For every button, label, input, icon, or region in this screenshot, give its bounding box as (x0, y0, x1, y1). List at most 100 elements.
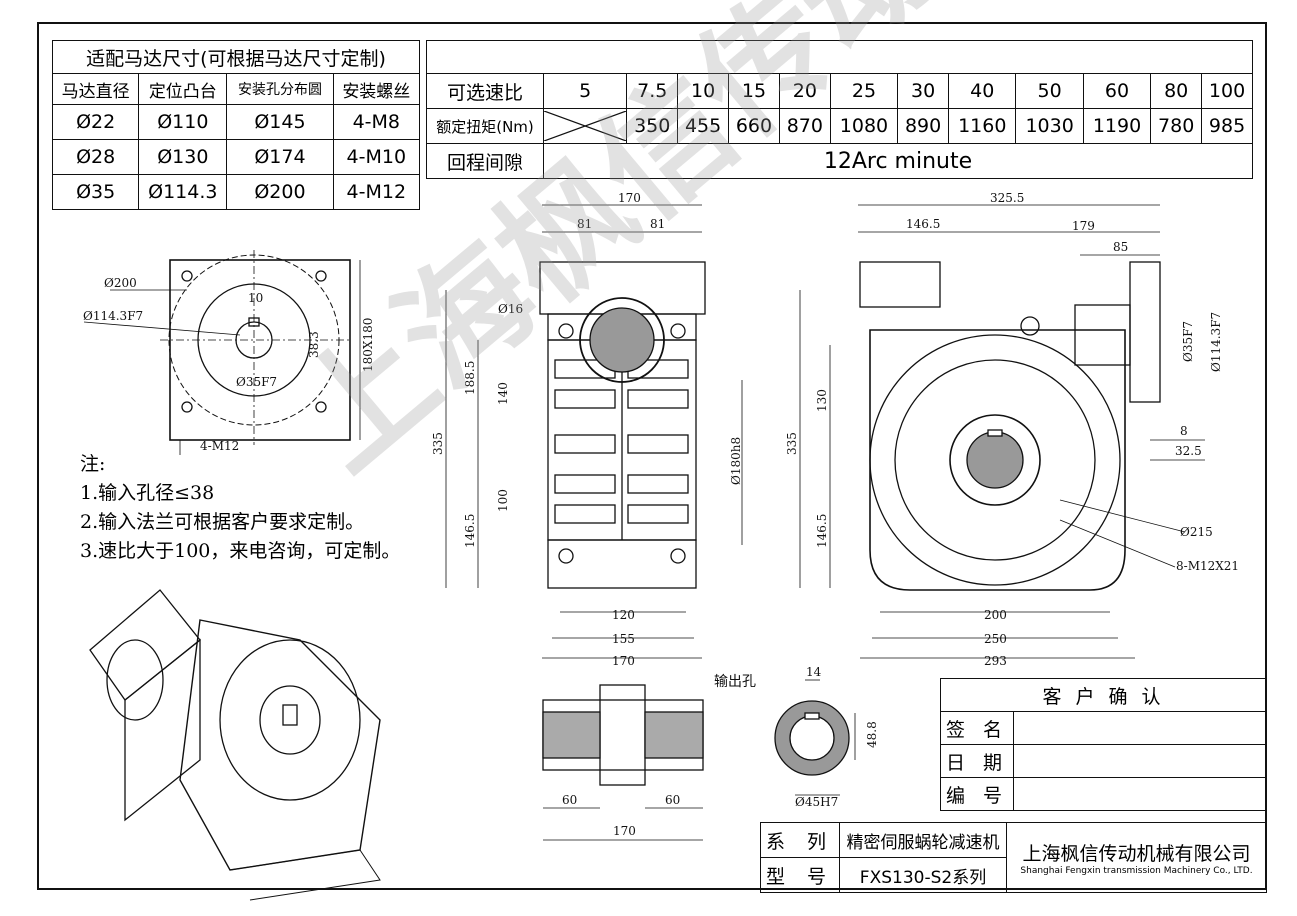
model-value: FXS130-S2系列 (839, 857, 1007, 893)
title-block: 系 列 精密伺服蜗轮减速机 上海枫信传动机械有限公司 Shanghai Feng… (760, 822, 1267, 893)
motor-table-cell: Ø145 (226, 104, 334, 140)
dim-label: 146.5 (463, 514, 477, 548)
confirm-title: 客 户 确 认 (940, 678, 1267, 712)
dim-label: 81 (650, 217, 665, 231)
dim-label: 60 (665, 793, 680, 807)
dim-label: Ø114.3F7 (83, 309, 143, 323)
ratio-cell: 7.5 (626, 73, 679, 109)
dim-label: 146.5 (815, 514, 829, 548)
isometric-view (89, 589, 381, 901)
ratio-cell: 40 (948, 73, 1017, 109)
dim-label: 250 (984, 632, 1007, 646)
confirm-row-value[interactable] (1013, 777, 1267, 811)
note-item: 2.输入法兰可根据客户要求定制。 (80, 511, 365, 533)
dim-label: 8 (1180, 424, 1188, 438)
dim-label: Ø114.3F7 (1209, 312, 1223, 372)
motor-table-cell: Ø28 (51, 139, 140, 175)
dim-label: 85 (1113, 240, 1128, 254)
motor-table-cell: Ø35 (51, 174, 140, 210)
dim-label: 293 (984, 654, 1007, 668)
dim-label: 155 (612, 632, 635, 646)
torque-cell: 1080 (829, 108, 899, 144)
confirm-row-label: 签 名 (940, 711, 1014, 745)
note-item: 1.输入孔径≤38 (80, 482, 215, 504)
motor-size-table: 适配马达尺寸(可根据马达尺寸定制) 马达直径 定位凸台 安装孔分布圆 安装螺丝 … (51, 40, 421, 210)
side-view (799, 204, 1205, 659)
notes-title: 注: (80, 453, 106, 475)
dim-label: 200 (984, 608, 1007, 622)
dim-label: Ø200 (104, 276, 137, 290)
dim-label: 188.5 (463, 361, 477, 395)
customer-confirm-table: 客 户 确 认 签 名 日 期 编 号 (940, 678, 1267, 811)
company-cell: 上海枫信传动机械有限公司 Shanghai Fengxin transmissi… (1006, 822, 1267, 893)
confirm-row-value[interactable] (1013, 744, 1267, 778)
motor-table-cell: 4-M12 (332, 174, 421, 210)
dim-label: 180X180 (361, 318, 375, 372)
dim-label: 60 (562, 793, 577, 807)
confirm-row-value[interactable] (1013, 711, 1267, 745)
dim-label: 179 (1072, 219, 1095, 233)
confirm-row-label: 日 期 (940, 744, 1014, 778)
ratio-cell: 10 (677, 73, 730, 109)
dim-label: Ø215 (1180, 525, 1213, 539)
dim-label: 32.5 (1175, 444, 1202, 458)
dim-label: 4-M12 (200, 439, 239, 453)
torque-cell: 660 (728, 108, 780, 144)
dim-label: 48.8 (865, 721, 879, 748)
dim-label: 14 (806, 665, 822, 679)
dim-label: Ø35F7 (236, 375, 277, 389)
flange-view (83, 250, 361, 455)
motor-table-cell: Ø114.3 (138, 174, 228, 210)
dim-label: 100 (496, 489, 510, 512)
front-view (445, 204, 743, 659)
company-name-en: Shanghai Fengxin transmission Machinery … (1020, 866, 1253, 876)
backlash-label: 回程间隙 (426, 143, 544, 179)
dim-label: Ø35F7 (1181, 321, 1195, 362)
dim-label: Ø180h8 (729, 437, 743, 485)
backlash-value: 12Arc minute (543, 143, 1253, 179)
dim-label: 120 (612, 608, 635, 622)
torque-cell: 1160 (948, 108, 1017, 144)
company-name-cn: 上海枫信传动机械有限公司 (1022, 843, 1251, 865)
dim-label: 130 (815, 389, 829, 412)
ratio-cell: 25 (829, 73, 899, 109)
note-item: 3.速比大于100，来电咨询，可定制。 (80, 540, 401, 562)
ratio-cell: 50 (1015, 73, 1084, 109)
output-hole-label: 输出孔 (714, 674, 756, 690)
model-label: 型 号 (760, 857, 840, 893)
dim-label: Ø45H7 (795, 795, 838, 809)
dim-label: 170 (612, 654, 635, 668)
notes-block: 注: 1.输入孔径≤38 2.输入法兰可根据客户要求定制。 3.速比大于100，… (80, 450, 400, 566)
motor-table-cell: 4-M8 (332, 104, 421, 140)
motor-table-cell: Ø130 (138, 139, 228, 175)
dim-label: 10 (248, 291, 263, 305)
output-hole-view (542, 679, 856, 841)
series-label: 系 列 (760, 822, 840, 858)
dim-label: 8-M12X21 (1176, 559, 1239, 573)
dim-label: 335 (431, 432, 445, 455)
ratio-cell: 30 (897, 73, 950, 109)
torque-cell: 780 (1150, 108, 1203, 144)
dim-label: Ø16 (498, 302, 523, 316)
dim-label: 335 (785, 432, 799, 455)
motor-table-cell: Ø200 (226, 174, 334, 210)
dim-label: 38.3 (307, 331, 321, 358)
motor-table-cell: 4-M10 (332, 139, 421, 175)
dim-label: 325.5 (990, 191, 1024, 205)
torque-cell: 985 (1201, 108, 1253, 144)
series-value: 精密伺服蜗轮减速机 (839, 822, 1007, 858)
dim-label: 146.5 (906, 217, 940, 231)
motor-table-header: 马达直径 (51, 73, 140, 105)
ratio-cell: 100 (1201, 73, 1253, 109)
dim-label: 170 (613, 824, 636, 838)
ratio-cell: 5 (542, 73, 628, 109)
cross-mark (544, 111, 627, 141)
confirm-row-label: 编 号 (940, 777, 1014, 811)
dim-label: 81 (577, 217, 592, 231)
drawing-frame (37, 22, 1267, 890)
dim-label: 140 (496, 382, 510, 405)
dim-label: 170 (618, 191, 641, 205)
motor-table-cell: Ø22 (51, 104, 140, 140)
